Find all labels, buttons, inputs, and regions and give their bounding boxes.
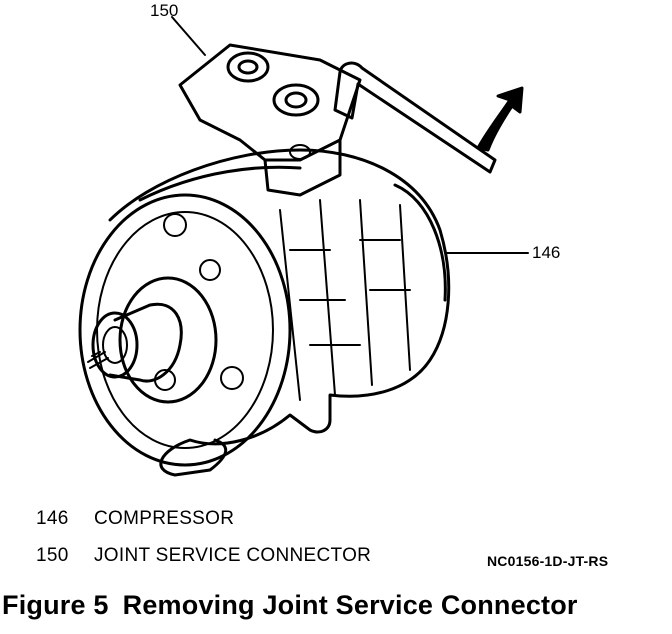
shaft: [108, 302, 183, 383]
figure-label: Figure 5: [2, 590, 109, 620]
joint-service-connector-block: [178, 43, 362, 162]
figure-caption: Figure 5 Removing Joint Service Connector: [2, 590, 578, 621]
legend-item: 150 JOINT SERVICE CONNECTOR: [36, 545, 371, 567]
compressor-body-outline: [108, 148, 451, 477]
figure-code: NC0156-1D-JT-RS: [487, 553, 609, 569]
callout-150-leader: [171, 16, 206, 56]
legend-item: 146 COMPRESSOR: [36, 508, 234, 530]
clutch-front-disc: [78, 193, 292, 467]
rotation-arrow: [476, 86, 524, 152]
figure-title: Removing Joint Service Connector: [122, 590, 578, 620]
callout-label-146: 146: [532, 243, 561, 262]
hex-wrench: [333, 61, 497, 174]
legend-label: COMPRESSOR: [94, 508, 235, 529]
legend-label: JOINT SERVICE CONNECTOR: [94, 545, 372, 566]
legend-number: 146: [36, 508, 69, 529]
callout-label-150: 150: [150, 1, 179, 20]
legend-number: 150: [36, 545, 69, 566]
